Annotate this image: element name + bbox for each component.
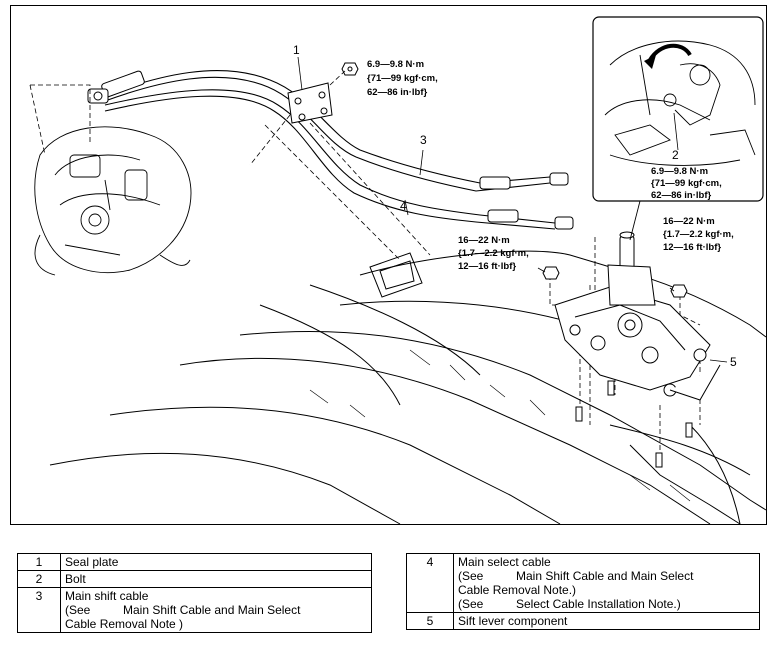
svg-text:62—86 in·lbf}: 62—86 in·lbf}	[651, 190, 711, 201]
base-bolts	[542, 266, 693, 468]
svg-text:{71—99 kgf·cm,: {71—99 kgf·cm,	[651, 178, 722, 189]
legend-num: 2	[17, 570, 61, 588]
legend-row: 5 Sift lever component	[406, 612, 760, 630]
svg-text:12—16 ft·lbf}: 12—16 ft·lbf}	[663, 242, 721, 253]
svg-text:{1.7—2.2 kgf·m,: {1.7—2.2 kgf·m,	[458, 248, 529, 259]
inset-detail	[592, 16, 764, 202]
legend-row: 1 Seal plate	[17, 553, 372, 571]
seal-plate-bolt	[341, 62, 359, 76]
torque-spec-seal-plate: 6.9—9.8 N·m {71—99 kgf·cm, 62—86 in·lbf}	[367, 59, 438, 98]
svg-text:6.9—9.8 N·m: 6.9—9.8 N·m	[651, 166, 708, 177]
see-prefix: (See	[458, 569, 484, 583]
legend-row: 4 Main select cable (See Main Shift Cable…	[406, 553, 760, 613]
legend-reference: (See Select Cable Installation Note.)	[458, 597, 681, 611]
legend-label: Bolt	[60, 570, 372, 588]
reference-link-cont[interactable]: Cable Removal Note )	[65, 617, 184, 631]
legend-label: Main select cable	[458, 555, 551, 569]
torque-spec-inset: 6.9—9.8 N·m {71—99 kgf·cm, 62—86 in·lbf}	[651, 166, 722, 201]
legend-reference: (See Main Shift Cable and Main Select	[458, 569, 693, 583]
legend-num: 4	[406, 553, 454, 613]
legend-label: Seal plate	[60, 553, 372, 571]
legend-reference: (See Main Shift Cable and Main Select	[65, 603, 300, 617]
leader-lines	[297, 56, 728, 363]
svg-text:{71—99 kgf·cm,: {71—99 kgf·cm,	[367, 73, 438, 84]
callout-5: 5	[730, 355, 737, 369]
floor-hatching	[309, 349, 691, 502]
reference-link[interactable]: Main Shift Cable and Main Select	[516, 569, 694, 583]
shift-lever-assembly	[554, 231, 721, 401]
svg-text:62—86 in·lbf}: 62—86 in·lbf}	[367, 87, 427, 98]
legend-cell: Main shift cable (See Main Shift Cable an…	[60, 587, 372, 633]
reference-link-cont[interactable]: Cable Removal Note.)	[458, 583, 577, 597]
svg-text:12—16 ft·lbf}: 12—16 ft·lbf}	[458, 261, 516, 272]
torque-spec-base-right: 16—22 N·m {1.7—2.2 kgf·m, 12—16 ft·lbf}	[663, 216, 734, 253]
legend-num: 3	[17, 587, 61, 633]
callout-2: 2	[672, 148, 679, 162]
see-prefix: (See	[65, 603, 91, 617]
svg-text:{1.7—2.2 kgf·m,: {1.7—2.2 kgf·m,	[663, 229, 734, 240]
parts-legend-left: 1 Seal plate 2 Bolt 3 Main shift cable (…	[17, 553, 372, 633]
reference-link[interactable]: Select Cable Installation Note.)	[516, 597, 681, 611]
legend-cell: Main select cable (See Main Shift Cable a…	[453, 553, 760, 613]
see-prefix: (See	[458, 597, 484, 611]
legend-num: 5	[406, 612, 454, 630]
exploded-view-diagram: 1 2 3 4 5 6.9—9.8 N·m {71—99 kgf·cm, 62—…	[10, 5, 767, 525]
callout-1: 1	[293, 43, 300, 57]
svg-text:16—22 N·m: 16—22 N·m	[458, 235, 510, 246]
legend-label: Main shift cable	[65, 589, 149, 603]
seal-plate	[287, 82, 333, 124]
callout-3: 3	[420, 133, 427, 147]
parts-legend-right: 4 Main select cable (See Main Shift Cable…	[406, 553, 760, 630]
svg-text:6.9—9.8 N·m: 6.9—9.8 N·m	[367, 59, 424, 70]
floor-tunnel	[49, 250, 767, 525]
legend-row: 3 Main shift cable (See Main Shift Cable …	[17, 587, 372, 633]
callout-4: 4	[400, 199, 407, 213]
floor-seal	[369, 252, 423, 298]
legend-row: 2 Bolt	[17, 570, 372, 588]
legend-num: 1	[17, 553, 61, 571]
legend-label: Sift lever component	[453, 612, 760, 630]
svg-text:16—22 N·m: 16—22 N·m	[663, 216, 715, 227]
torque-spec-base-left: 16—22 N·m {1.7—2.2 kgf·m, 12—16 ft·lbf}	[458, 235, 529, 272]
reference-link[interactable]: Main Shift Cable and Main Select	[123, 603, 301, 617]
cable-ends	[87, 70, 574, 230]
transmission-case	[34, 126, 192, 276]
